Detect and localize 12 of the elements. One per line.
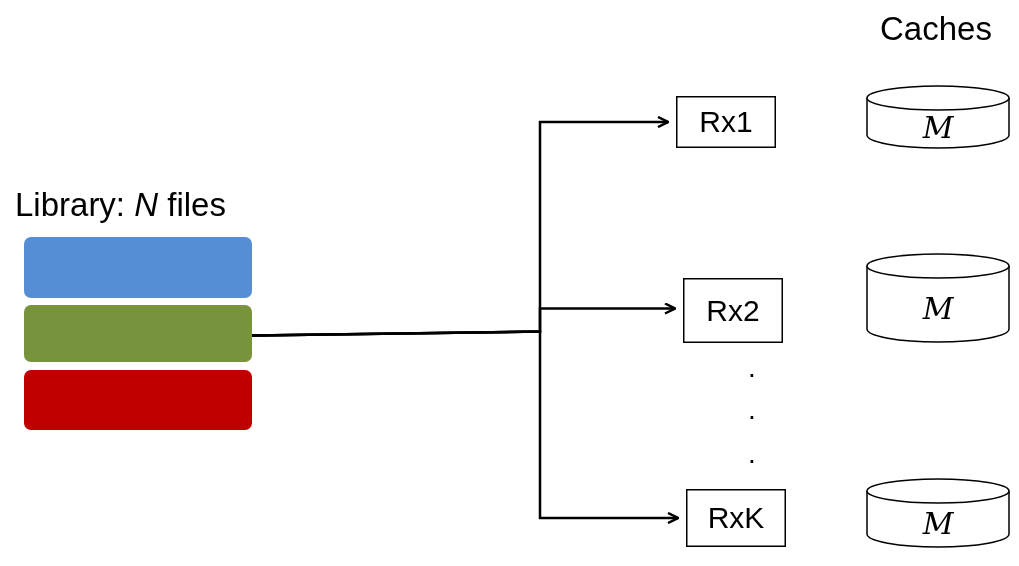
capacity-label: M — [922, 291, 954, 326]
ellipsis-dot: . — [748, 394, 756, 426]
receiver-label: RxK — [707, 501, 765, 535]
capacity-label: M — [922, 110, 954, 145]
ellipsis-dot: . — [748, 352, 756, 384]
capacity-label: M — [922, 506, 954, 541]
ellipsis-dot: . — [748, 438, 756, 470]
heading: Library: N files — [15, 186, 226, 224]
receiver-label: Rx1 — [699, 105, 753, 139]
heading: Caches — [880, 10, 992, 48]
receiver-label: Rx2 — [706, 293, 760, 328]
arrow — [252, 330, 680, 525]
